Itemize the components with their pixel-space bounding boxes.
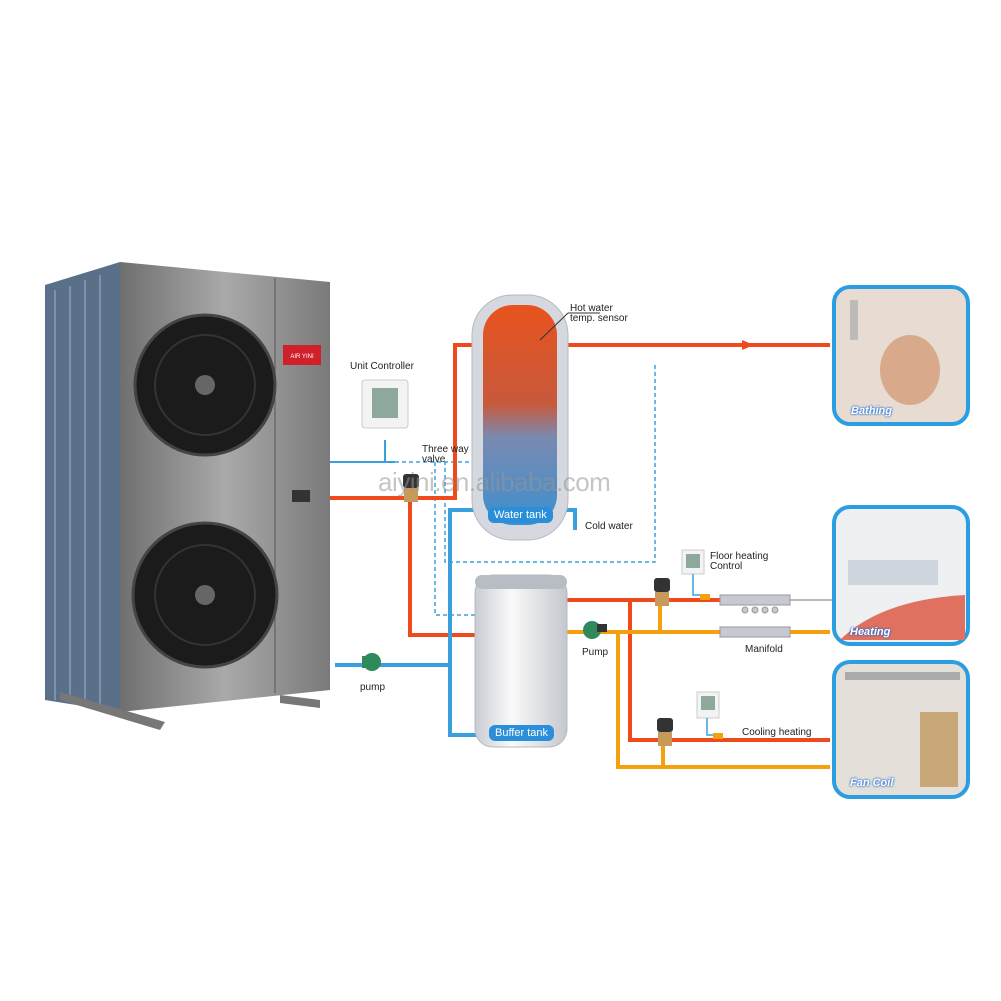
heat-pump-unit: AIR YINI	[45, 262, 330, 730]
photo-fan-coil	[832, 660, 970, 799]
controller-wire	[330, 440, 395, 463]
manifold-graphic	[719, 594, 791, 638]
cooling-heating-label: Cooling heating	[742, 727, 812, 738]
svg-text:AIR YINI: AIR YINI	[290, 354, 314, 360]
pump-left-graphic	[362, 653, 381, 671]
fan-coil-label: Fan Coil	[850, 777, 894, 789]
water-tank-label: Water tank	[488, 507, 553, 523]
buffer-tank-label: Buffer tank	[489, 725, 554, 741]
floor-heating-controller	[681, 549, 710, 600]
pump-right-graphic	[583, 621, 607, 639]
valve-fancoil	[657, 718, 673, 746]
unit-controller-device	[361, 379, 409, 429]
cold-water-label: Cold water	[585, 521, 633, 532]
pipes	[330, 343, 830, 769]
control-wires	[395, 365, 656, 616]
manifold-label: Manifold	[745, 644, 783, 655]
three-way-valve-label: Three way valve	[422, 444, 469, 465]
valve-floor	[654, 578, 670, 606]
floor-heating-control-label: Floor heating Control	[710, 551, 769, 572]
buffer-tank-graphic	[474, 574, 568, 748]
hot-water-sensor-label: Hot water temp. sensor	[570, 303, 628, 324]
flow-arrow	[742, 340, 754, 350]
photo-heating	[832, 505, 970, 646]
three-way-valve-left	[403, 474, 419, 502]
pump-left-label: pump	[360, 682, 386, 693]
photo-bathing	[832, 285, 970, 426]
bathing-label: Bathing	[851, 405, 892, 417]
pump-right-label: Pump	[582, 647, 609, 658]
watermark: aiyini.en.alibaba.com	[378, 467, 611, 497]
unit-controller-label: Unit Controller	[350, 361, 414, 372]
water-tank-graphic	[471, 294, 569, 541]
heating-label: Heating	[850, 626, 891, 638]
fan-coil-controller	[696, 691, 723, 739]
brand-label	[283, 345, 321, 365]
